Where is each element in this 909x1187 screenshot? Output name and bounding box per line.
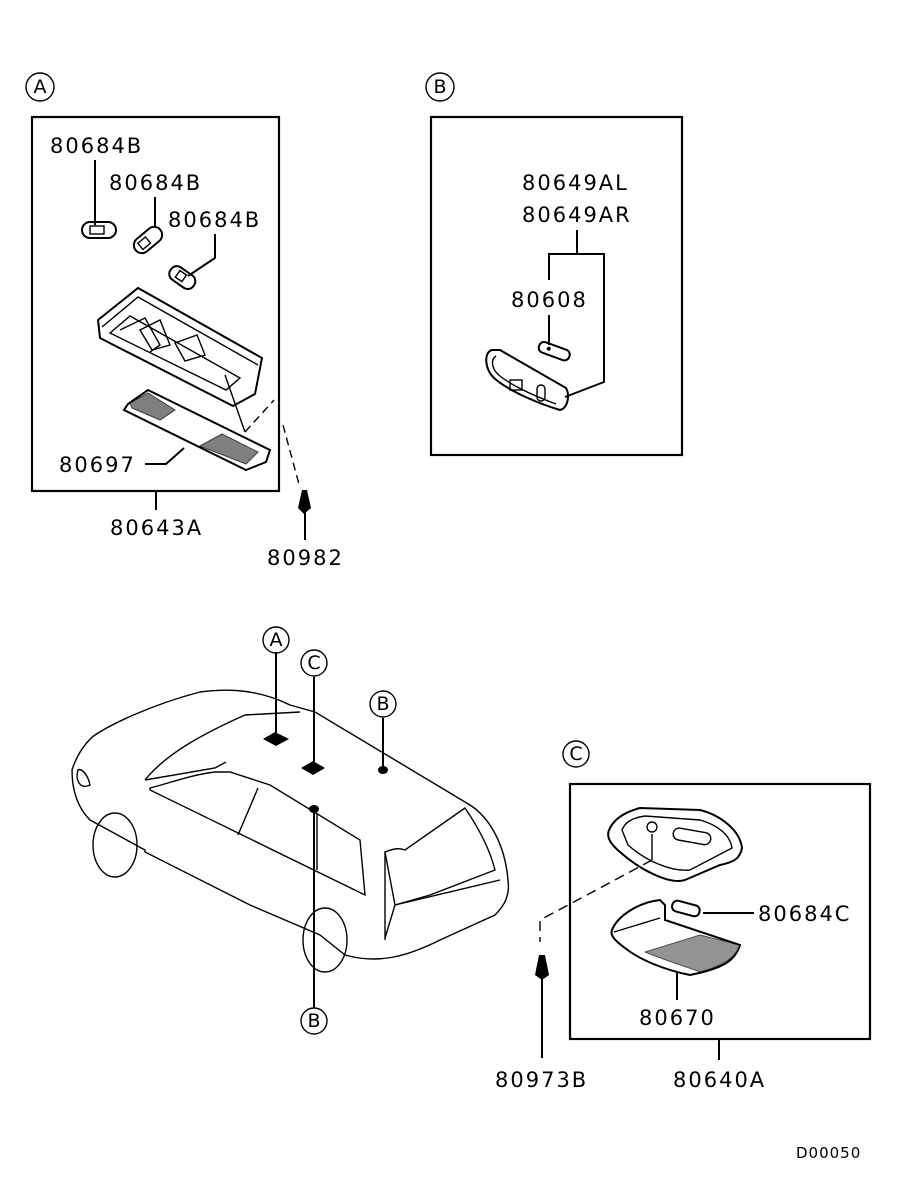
lamp-position-b-rear[interactable] — [378, 766, 388, 774]
label-80684b-1[interactable]: 80684B — [50, 134, 143, 158]
section-b: B 80649AL 80649AR 80608 — [425, 72, 684, 457]
label-80684b-2[interactable]: 80684B — [109, 171, 202, 195]
room-lamp-housing — [607, 806, 744, 882]
section-a: A 80684B 80684B 80684B — [25, 72, 344, 570]
section-b-marker-label: B — [433, 76, 446, 98]
bulb-icon — [132, 225, 164, 255]
section-a-marker-label: A — [34, 76, 47, 98]
screw-icon — [298, 490, 311, 540]
label-80649ar[interactable]: 80649AR — [522, 203, 632, 227]
label-80973b[interactable]: 80973B — [495, 1068, 588, 1092]
label-80697[interactable]: 80697 — [59, 453, 136, 477]
bulb-icon — [81, 221, 117, 239]
map-lamp — [485, 349, 569, 412]
dash-line — [244, 399, 275, 433]
lamp-position-c[interactable] — [301, 761, 325, 775]
vehicle-marker-b-side-label: B — [307, 1010, 320, 1032]
label-80640a[interactable]: 80640A — [673, 1068, 766, 1092]
vehicle-marker-c[interactable]: C — [300, 649, 328, 677]
vehicle-marker-a-label: A — [270, 629, 283, 651]
section-b-marker[interactable]: B — [425, 72, 455, 102]
label-80643a[interactable]: 80643A — [110, 516, 203, 540]
vehicle-marker-b-rear[interactable]: B — [369, 690, 397, 718]
vehicle-marker-c-label: C — [307, 652, 320, 674]
label-80670[interactable]: 80670 — [639, 1006, 716, 1030]
lens-80697 — [122, 388, 272, 472]
section-c: C 80684C 80670 80640A 80973B — [495, 740, 872, 1092]
section-c-marker[interactable]: C — [562, 740, 590, 768]
bulb-icon — [168, 265, 197, 291]
lamp-position-a[interactable] — [263, 732, 289, 746]
bulb-icon — [671, 899, 701, 918]
vehicle-illustration: A C B B — [71, 626, 510, 1035]
section-b-frame — [429, 115, 684, 457]
label-80608[interactable]: 80608 — [511, 288, 588, 312]
vehicle-marker-b-side[interactable]: B — [300, 1007, 328, 1035]
label-80684b-3[interactable]: 80684B — [168, 208, 261, 232]
label-80684c[interactable]: 80684C — [758, 902, 851, 926]
dome-lamp-housing — [96, 286, 264, 433]
section-c-marker-label: C — [569, 743, 582, 765]
bulb-icon — [537, 340, 571, 362]
vehicle-marker-a[interactable]: A — [262, 626, 290, 654]
label-80649al[interactable]: 80649AL — [522, 171, 629, 195]
diagram-code: D00050 — [796, 1144, 861, 1162]
label-80982[interactable]: 80982 — [267, 546, 344, 570]
section-a-marker[interactable]: A — [25, 72, 55, 102]
lens-80670 — [610, 898, 742, 977]
vehicle-marker-b-rear-label: B — [376, 693, 389, 715]
lamp-position-b-side[interactable] — [309, 805, 319, 813]
screw-icon — [535, 955, 549, 1058]
